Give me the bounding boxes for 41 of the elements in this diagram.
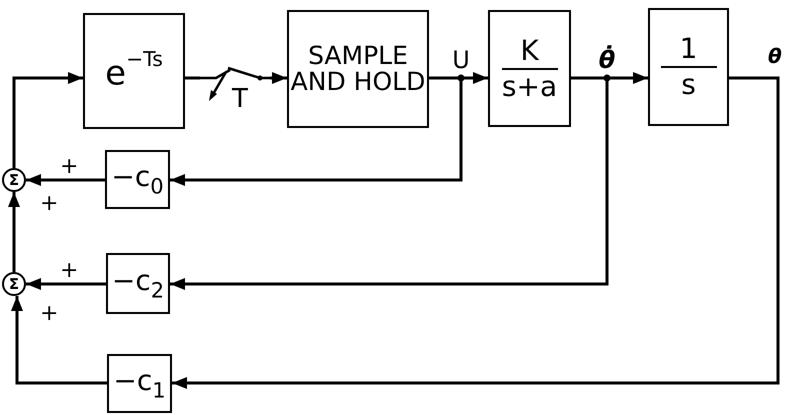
- block-label: −c$_{1}$: [113, 366, 166, 402]
- block-label: SAMPLE AND HOLD: [290, 42, 426, 96]
- signal-label: θ: [768, 46, 783, 66]
- sign-label: +: [60, 260, 78, 282]
- denominator: s+a: [502, 72, 558, 100]
- block-label: e$^{−Ts}$: [105, 49, 163, 93]
- signal-label: U: [451, 48, 471, 72]
- block-label: −c$_{0}$: [111, 162, 164, 198]
- sign-label: +: [60, 156, 78, 178]
- signal-line: [571, 76, 597, 80]
- transfer-function-block: [106, 253, 170, 314]
- numerator: 1: [680, 35, 698, 63]
- arrow: [11, 296, 107, 384]
- arrow: [8, 192, 20, 272]
- sampling-period-label: T: [232, 86, 248, 112]
- arrow: [170, 88, 462, 186]
- transfer-function-block: [488, 10, 571, 127]
- summing-junction: [2, 272, 26, 296]
- signal-line: [729, 76, 764, 80]
- transfer-function-block: [107, 354, 172, 413]
- transfer-function-block: [648, 8, 729, 126]
- transfer-function-block: [287, 10, 429, 128]
- arrow: [26, 174, 105, 186]
- sign-label: +: [40, 303, 58, 325]
- arrow: [26, 278, 106, 290]
- transfer-function-block: [105, 150, 170, 209]
- block-label: −c$_{2}$: [112, 266, 164, 302]
- sigma-symbol: Σ: [8, 172, 20, 188]
- numerator: K: [520, 36, 539, 64]
- signal-line: [185, 76, 200, 80]
- summing-junction: [2, 168, 26, 192]
- transfer-function-block: [83, 13, 185, 129]
- denominator: s: [681, 71, 696, 99]
- signal-line: [429, 76, 451, 80]
- arrow: [172, 88, 780, 389]
- arrow: [471, 72, 488, 84]
- arrow: [617, 72, 648, 84]
- arrow: [170, 88, 608, 290]
- sigma-symbol: Σ: [8, 276, 20, 292]
- arrow: [270, 72, 287, 84]
- sign-label: +: [40, 193, 58, 215]
